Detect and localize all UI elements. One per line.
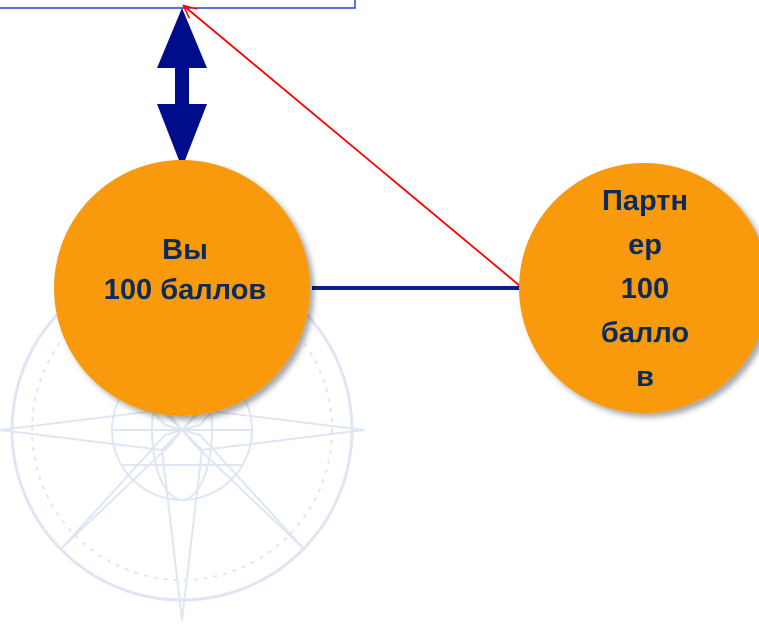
node-partner-line-1: Партн: [601, 185, 689, 217]
node-partner: [519, 163, 759, 413]
node-partner-label: Партн ер 100 балло в: [560, 165, 730, 413]
top-box: [0, 0, 356, 9]
node-partner-line-2: ер: [628, 229, 662, 261]
node-partner-line-4: балло: [600, 317, 690, 349]
double-arrow-connector: [157, 8, 207, 168]
node-you-score: 100 баллов: [103, 274, 267, 306]
node-you-name: Вы: [162, 234, 208, 266]
node-partner-line-5: в: [636, 361, 654, 393]
node-you: [54, 160, 310, 416]
node-you-label: Вы 100 баллов: [54, 228, 316, 312]
red-arrow-connector: [184, 6, 521, 287]
node-partner-line-3: 100: [620, 273, 670, 305]
